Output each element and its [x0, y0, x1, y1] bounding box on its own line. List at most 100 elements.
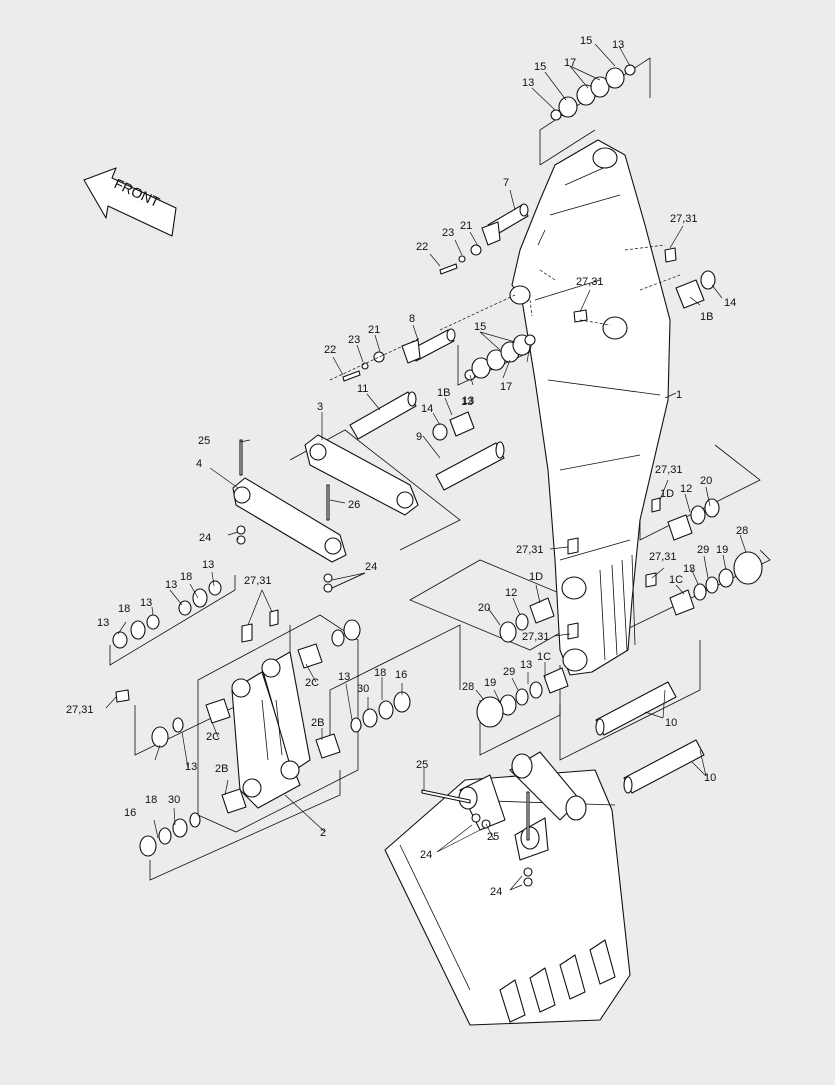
pins-10	[595, 681, 705, 794]
callout-30: 30	[357, 683, 369, 695]
callout-11: 11	[357, 383, 368, 395]
link-2	[231, 651, 311, 809]
callout-15: 15	[580, 35, 592, 47]
callout-27-31: 27,31	[66, 704, 94, 716]
callout-1D: 1D	[529, 571, 543, 583]
callout-13: 13	[185, 761, 197, 773]
callout-24: 24	[420, 849, 432, 861]
callout-14: 14	[421, 403, 433, 415]
callout-18: 18	[374, 667, 386, 679]
callout-27-31: 27,31	[516, 544, 544, 556]
callout-2: 2	[320, 827, 326, 839]
callout-1C: 1C	[537, 651, 551, 663]
callout-13: 13	[612, 39, 624, 51]
callout-16: 16	[124, 807, 136, 819]
callout-14: 14	[724, 297, 736, 309]
center-lines	[329, 244, 681, 381]
callout-13: 13	[165, 579, 177, 591]
callout-13: 13	[462, 395, 474, 407]
front-arrow-icon: FRONT	[83, 167, 177, 237]
boom-part	[509, 139, 671, 676]
callout-24: 24	[490, 886, 502, 898]
callout-7: 7	[503, 177, 509, 189]
callout-24: 24	[365, 561, 377, 573]
washer-stacks-center	[331, 619, 411, 733]
callout-3: 3	[317, 401, 323, 413]
callout-27-31: 27,31	[670, 213, 698, 225]
callout-1: 1	[676, 389, 682, 401]
callout-18: 18	[118, 603, 130, 615]
callout-17: 17	[500, 381, 512, 393]
callout-13: 13	[522, 77, 534, 89]
mid-washers	[464, 334, 536, 381]
leader-lines	[105, 43, 747, 891]
pin-7	[439, 203, 529, 275]
callout-21: 21	[460, 220, 472, 232]
callout-13: 13	[140, 597, 152, 609]
callout-27-31: 27,31	[655, 464, 683, 476]
link-3	[304, 434, 419, 516]
pin-8	[342, 328, 456, 382]
callout-2B: 2B	[311, 717, 324, 729]
callout-16: 16	[395, 669, 407, 681]
callout-23: 23	[348, 334, 360, 346]
callout-28: 28	[462, 681, 474, 693]
callout-25: 25	[198, 435, 210, 447]
callout-21: 21	[368, 324, 380, 336]
callout-1B: 1B	[700, 311, 713, 323]
callout-10: 10	[704, 772, 716, 784]
callout-20: 20	[478, 602, 490, 614]
callout-9: 9	[416, 431, 422, 443]
callout-1B: 1B	[437, 387, 450, 399]
callout-27-31: 27,31	[522, 631, 550, 643]
right-side-washers	[476, 497, 763, 728]
callout-2B: 2B	[215, 763, 228, 775]
callout-23: 23	[442, 227, 454, 239]
callout-1C: 1C	[669, 574, 683, 586]
callout-12: 12	[505, 587, 517, 599]
link-4	[232, 439, 347, 593]
bucket-part	[384, 751, 631, 1026]
callout-22: 22	[416, 241, 428, 253]
callout-2C: 2C	[305, 677, 319, 689]
callout-2C: 2C	[206, 731, 220, 743]
callout-27-31: 27,31	[649, 551, 677, 563]
callout-24: 24	[199, 532, 211, 544]
callout-19: 19	[484, 677, 496, 689]
callout-18: 18	[180, 571, 192, 583]
callout-10: 10	[665, 717, 677, 729]
callout-18: 18	[145, 794, 157, 806]
bushing-1B-right	[573, 247, 716, 323]
callout-28: 28	[736, 525, 748, 537]
callout-26: 26	[348, 499, 360, 511]
callout-13: 13	[683, 563, 695, 575]
callout-13: 13	[461, 396, 473, 408]
callout-1D: 1D	[660, 488, 674, 500]
callout-4: 4	[196, 458, 202, 470]
callout-12: 12	[680, 483, 692, 495]
callout-17: 17	[564, 57, 576, 69]
callout-13: 13	[202, 559, 214, 571]
callout-29: 29	[697, 544, 709, 556]
callout-30: 30	[168, 794, 180, 806]
callout-27-31: 27,31	[576, 276, 604, 288]
callout-13: 13	[520, 659, 532, 671]
callout-8: 8	[409, 313, 415, 325]
callout-15: 15	[474, 321, 486, 333]
callout-25: 25	[416, 759, 428, 771]
callout-22: 22	[324, 344, 336, 356]
callout-20: 20	[700, 475, 712, 487]
callout-29: 29	[503, 666, 515, 678]
callout-13: 13	[97, 617, 109, 629]
callout-27-31: 27,31	[244, 575, 272, 587]
callout-25: 25	[487, 831, 499, 843]
washer-stacks-left	[112, 580, 279, 857]
callout-15: 15	[534, 61, 546, 73]
callout-19: 19	[716, 544, 728, 556]
pins-11-9	[349, 391, 505, 491]
boom-top-washers	[550, 64, 636, 121]
callout-13: 13	[338, 671, 350, 683]
